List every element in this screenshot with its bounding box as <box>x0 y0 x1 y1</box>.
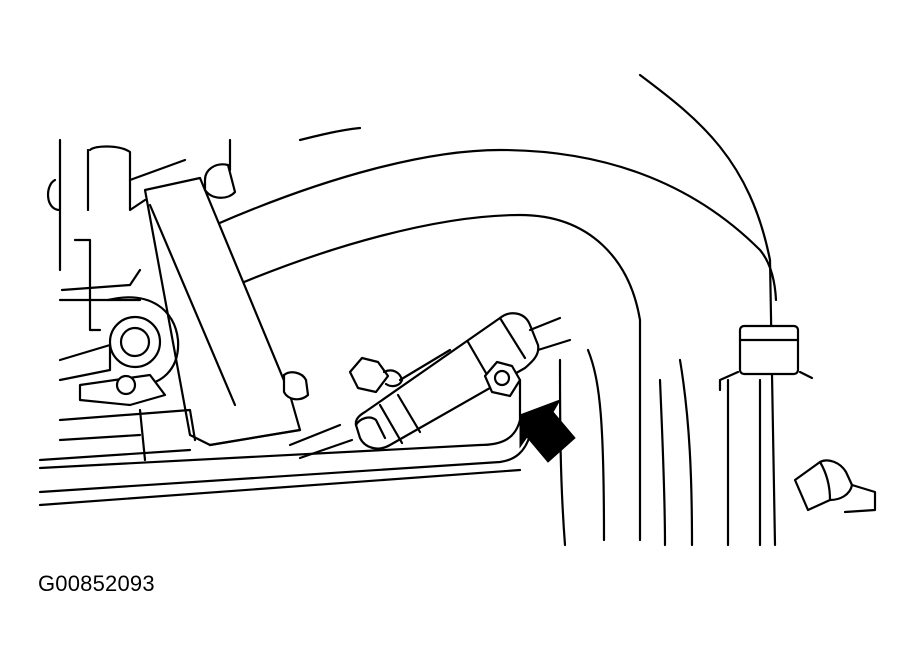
locator-arrow-icon <box>519 399 576 463</box>
engine-block <box>38 126 362 462</box>
mount-bracket <box>143 163 310 447</box>
filter-canister <box>354 312 540 450</box>
figure-id-label: G00852093 <box>38 571 155 596</box>
fuel-hoses <box>288 316 572 460</box>
fitting-lower-right <box>793 459 877 514</box>
filter-clips <box>348 356 522 398</box>
air-duct <box>213 148 778 547</box>
vertical-pipe <box>638 73 814 547</box>
